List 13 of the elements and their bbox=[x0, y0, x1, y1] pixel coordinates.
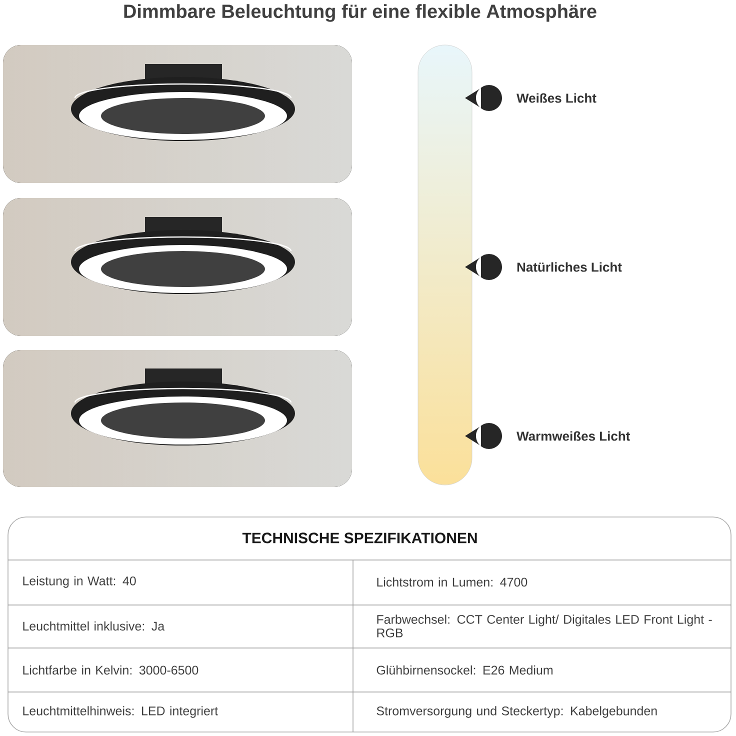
title: Dimmbare Beleuchtung für eine flexible Atmosphäre bbox=[124, 4, 596, 22]
table-cell: Leuchtmittel inklusive: Ja bbox=[23, 621, 165, 631]
table-cell: Leistung in Watt: 40 bbox=[23, 576, 136, 588]
table-cell: Lichtfarbe in Kelvin: 3000-6500 bbox=[23, 665, 198, 675]
table-cell: Leuchtmittelhinweis: LED integriert bbox=[23, 706, 218, 718]
table-cell: Stromversorgung und Steckertyp: Kabelgebunden bbox=[376, 706, 657, 718]
table-heading: TECHNISCHE SPEZIFIKATIONEN bbox=[242, 532, 477, 544]
table-cell: Farbwechsel: CCT Center Light/ Digitales LED Front Light - RGB bbox=[377, 614, 712, 638]
light-label: Warmweißes Licht bbox=[516, 431, 630, 441]
table-cell: Lichtstrom in Lumen: 4700 bbox=[377, 577, 528, 587]
light-label: Natürliches Licht bbox=[517, 262, 622, 272]
table-cell: Glühbirnensockel: E26 Medium bbox=[376, 665, 552, 675]
light-label: Weißes Licht bbox=[516, 93, 596, 103]
